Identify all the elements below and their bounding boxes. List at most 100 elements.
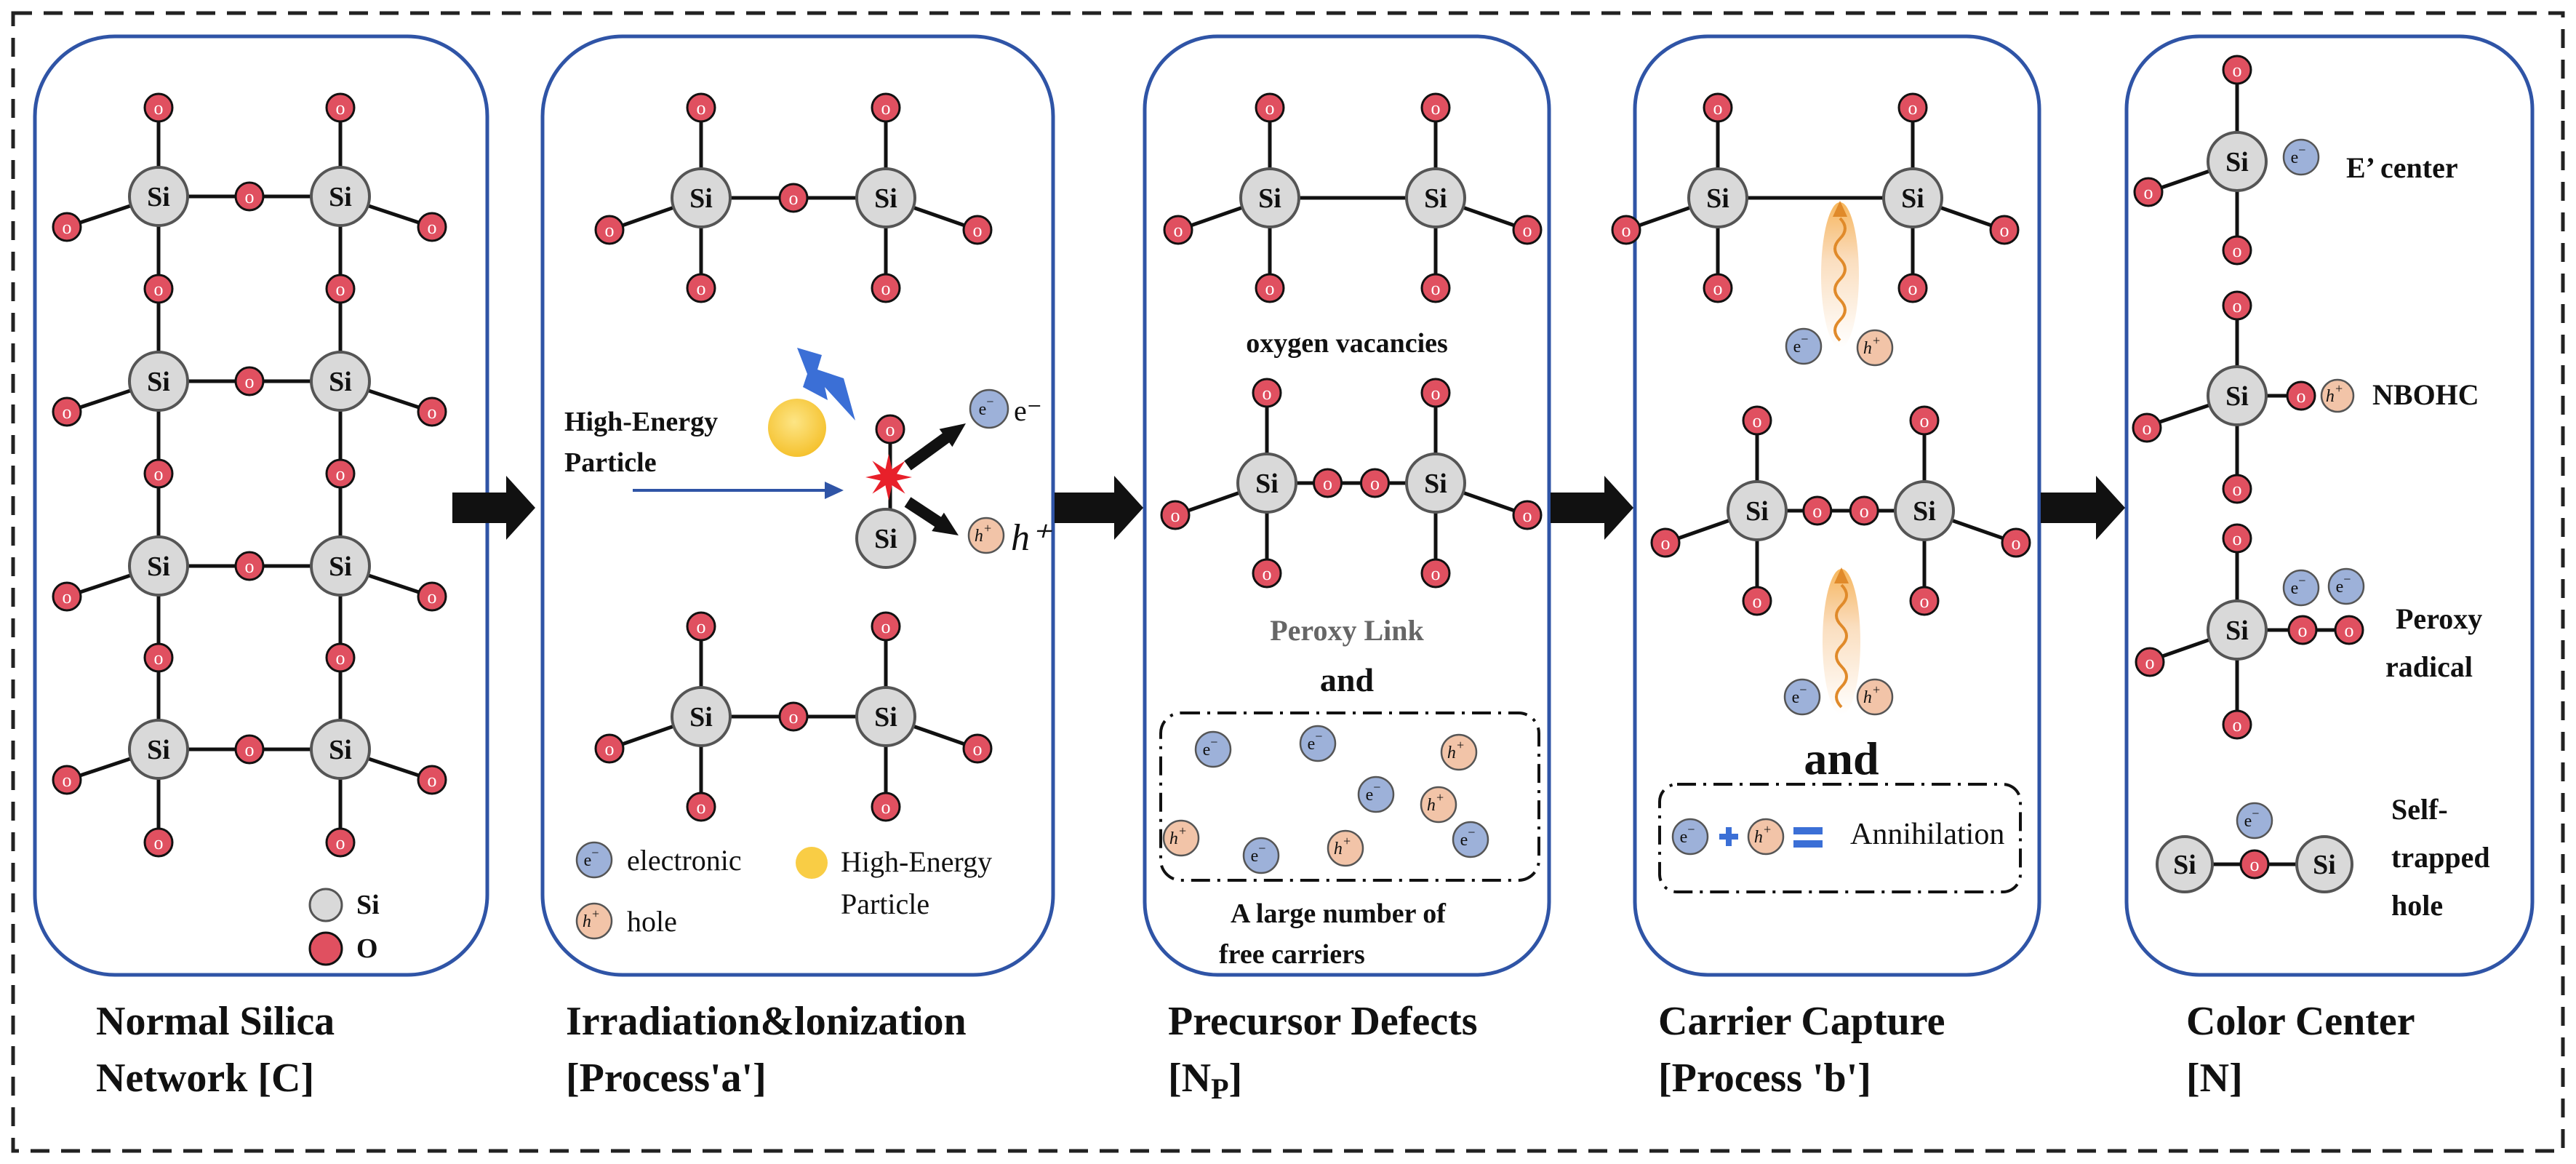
o-atom — [143, 274, 174, 304]
electron-icon: e− — [1452, 821, 1489, 858]
legend-particle-line1: High-Energy — [841, 845, 992, 878]
stp-line1: Self- — [2391, 793, 2448, 826]
o-atom — [52, 765, 82, 795]
and-label-capture: and — [1804, 733, 1879, 784]
lightning-icon — [797, 348, 855, 420]
si-atom-label: Si — [689, 702, 713, 733]
o-atom-label: o — [789, 188, 799, 209]
o-atom — [417, 765, 447, 795]
o-atom-label: o — [881, 616, 891, 637]
o-atom-label: o — [1174, 220, 1183, 241]
o-atom — [234, 181, 265, 212]
carrier-charge: − — [1373, 780, 1380, 794]
electron-icon: e− — [1357, 776, 1395, 813]
o-atom-label: o — [336, 97, 345, 119]
particle-label-line2: Particle — [564, 447, 657, 478]
carrier-charge: + — [1343, 834, 1351, 848]
free-carriers-label-line1: A large number of — [1231, 898, 1447, 929]
o-atom-label: o — [697, 278, 706, 299]
legend-particle-line2: Particle — [841, 888, 929, 920]
electron-circle — [1452, 821, 1489, 858]
o-atom — [1897, 273, 1928, 303]
si-atom — [128, 351, 189, 412]
o-atom — [2334, 615, 2364, 645]
si-atom-label: Si — [1255, 469, 1279, 499]
si-atom-label: Si — [689, 183, 713, 214]
si-atom-label: Si — [1745, 496, 1769, 527]
carrier-charge: − — [2298, 573, 2305, 588]
process-arrow-4 — [2041, 476, 2125, 540]
o-atom-label: o — [1622, 220, 1631, 241]
hole-circle — [1747, 818, 1785, 856]
o-atom-label: o — [63, 217, 72, 238]
o-atom-label: o — [697, 797, 706, 818]
electron-circle — [1783, 678, 1821, 716]
carrier-charge: − — [1799, 682, 1807, 697]
peroxy-radical-line2: radical — [2385, 650, 2473, 683]
o-atom-label: o — [2012, 533, 2021, 554]
si-atom-label: Si — [1901, 183, 1924, 214]
si-atom — [310, 719, 371, 780]
si-atom-label: Si — [874, 183, 897, 214]
o-atom-label: o — [1920, 410, 1929, 431]
ray-wave — [1835, 583, 1848, 709]
electron-circle — [1671, 818, 1709, 856]
si-atom — [1239, 167, 1300, 228]
o-atom-label: o — [2233, 295, 2242, 316]
o-atom-label: o — [1713, 97, 1723, 119]
o-atom — [325, 92, 356, 123]
si-atom — [1236, 453, 1297, 514]
o-atom — [2133, 177, 2164, 207]
si-atom-label: Si — [147, 367, 170, 397]
oxygen-vacancies-label: oxygen vacancies — [1246, 328, 1448, 359]
si-atom — [1687, 167, 1748, 228]
particle-label-line1: High-Energy — [564, 407, 718, 437]
si-atom — [855, 508, 916, 569]
caption-normal-line2: Network [C] — [96, 1056, 314, 1101]
caption-precursor-sub: P — [1211, 1072, 1228, 1105]
hole-circle — [2320, 378, 2355, 413]
hole-icon: h+ — [1420, 786, 1457, 824]
o-atom — [1313, 468, 1343, 498]
si-atom-label: Si — [147, 735, 170, 765]
hole-circle — [1856, 678, 1894, 716]
o-atom-label: o — [1431, 383, 1441, 404]
hole-circle — [967, 517, 1005, 554]
peroxy-link-label: Peroxy Link — [1270, 614, 1424, 647]
o-atom — [594, 733, 625, 764]
o-atom-label: o — [697, 616, 706, 637]
o-atom — [234, 366, 265, 396]
stp-line3: hole — [2391, 889, 2443, 922]
si-atom — [310, 351, 371, 412]
ray-arrowhead — [1834, 567, 1849, 583]
o-atom-label: o — [2233, 714, 2242, 736]
o-atom — [1650, 527, 1681, 558]
o-atom-label: o — [1908, 278, 1918, 299]
electron-circle — [1357, 776, 1395, 813]
electron-circle — [2236, 802, 2273, 840]
si-atom-label: Si — [1258, 183, 1281, 214]
o-atom-label: o — [1812, 501, 1822, 522]
o-atom — [1163, 215, 1193, 245]
o-atom-label: o — [789, 706, 799, 728]
o-atom — [325, 642, 356, 673]
process-arrows — [452, 476, 2125, 540]
electron-circle — [1194, 730, 1232, 768]
caption-capture-line2: [Process 'b'] — [1658, 1056, 1871, 1101]
o-atom-label: o — [245, 556, 255, 577]
annihilation-box — [1658, 783, 2022, 893]
o-atom-label: o — [428, 770, 437, 791]
electron-circle — [1785, 327, 1823, 365]
carrier-charge: + — [983, 521, 992, 535]
si-atom-label: Si — [1706, 183, 1729, 214]
si-atom-label: Si — [2225, 381, 2249, 412]
carrier-charge: + — [2335, 381, 2343, 396]
o-atom-label: o — [428, 402, 437, 423]
o-atom — [143, 827, 174, 858]
legend-o-circle — [308, 931, 343, 966]
o-atom-label: o — [63, 402, 72, 423]
o-atom-label: o — [1431, 563, 1441, 584]
o-atom — [2222, 55, 2252, 85]
carrier-charge: − — [1210, 735, 1217, 749]
